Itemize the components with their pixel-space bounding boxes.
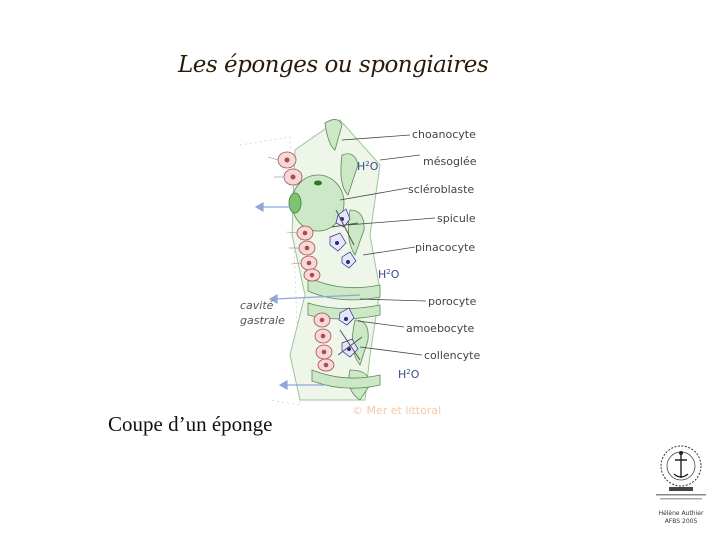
label-gastrale: gastrale [240, 314, 285, 327]
h2o-label: H2O [378, 268, 400, 281]
label-amoebocyte: amoebocyte [406, 322, 475, 335]
pinacocyte-cell [340, 153, 359, 196]
spicule-needles [331, 209, 363, 361]
amoebocyte-cells [329, 208, 359, 358]
label-spicule: spicule [437, 212, 476, 225]
choanocyte-column-bottom [313, 312, 335, 372]
author-credit: Hélène Authier AFBS 2005 [646, 510, 716, 526]
water-flow-arrows [254, 201, 361, 391]
pinacocyte-cell [324, 119, 343, 151]
watermark: © Mer et littoral [352, 404, 441, 417]
scleroblaste-core [288, 192, 302, 214]
pinacocyte-band [311, 369, 381, 389]
sponge-section-diagram: H2O H2O H2O choanocyte mésoglée sclérobl… [239, 119, 481, 417]
svg-text:H2O: H2O [378, 268, 400, 281]
author-name: Hélène Authier [658, 510, 704, 517]
h2o-label: H2O [357, 160, 379, 173]
svg-text:H2O: H2O [398, 368, 420, 381]
nucleus [314, 180, 322, 186]
label-mesoglee: mésoglée [423, 155, 477, 168]
label-choanocyte: choanocyte [412, 128, 476, 141]
society-seal-logo [656, 445, 706, 500]
leader-lines [339, 134, 436, 356]
pinacocyte-cell [347, 209, 365, 256]
label-pinacocyte: pinacocyte [415, 241, 475, 254]
h2o-label: H2O [398, 368, 420, 381]
wall-outline [239, 136, 301, 406]
label-porocyte: porocyte [428, 295, 477, 308]
choanocyte-column-top [267, 151, 303, 186]
label-scleroblaste: scléroblaste [408, 183, 474, 196]
author-affiliation: AFBS 2005 [664, 518, 698, 525]
porocyte-band [307, 276, 381, 301]
figure-caption: Coupe d’un éponge [108, 412, 273, 436]
slide-title: Les éponges ou spongiaires [178, 52, 489, 78]
label-cavite: cavité [240, 299, 274, 312]
label-collencyte: collencyte [424, 349, 481, 362]
svg-text:H2O: H2O [357, 160, 379, 173]
choanocyte-column-mid [286, 225, 321, 282]
